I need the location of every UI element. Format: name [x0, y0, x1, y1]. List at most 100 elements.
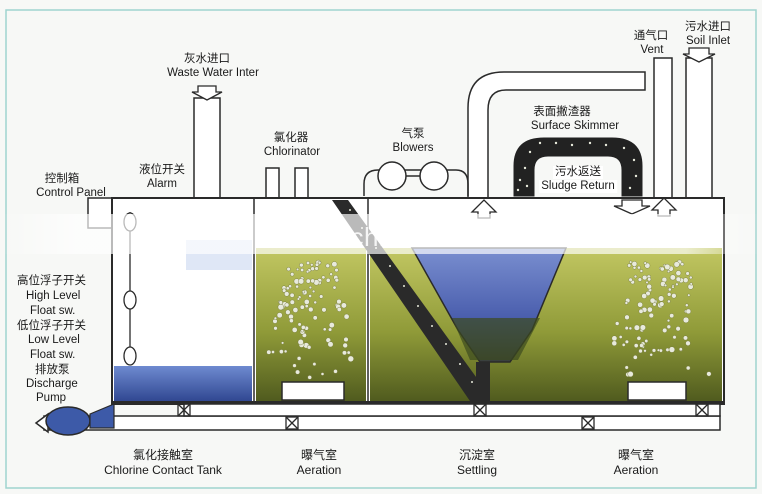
air-bubble: [288, 284, 292, 289]
air-bubble: [666, 324, 671, 329]
air-bubble: [675, 270, 682, 276]
chamber-label-en-2: Aeration: [296, 463, 342, 477]
air-bubble: [292, 307, 299, 313]
air-bubble: [685, 271, 690, 276]
air-bubble: [672, 335, 677, 340]
waste-water-label-zh: 灰水进口: [184, 53, 230, 65]
air-bubble: [295, 369, 300, 375]
sludge-return-dots: [516, 141, 638, 192]
air-bubble: [675, 282, 679, 286]
air-bubble: [327, 341, 334, 348]
air-bubble: [328, 327, 333, 332]
air-bubble: [286, 267, 291, 272]
blowers-unit: [363, 161, 469, 196]
air-bubble: [321, 275, 326, 280]
vent-label-zh: 通气口: [633, 30, 669, 42]
air-bubble: [611, 335, 618, 342]
air-bubble: [328, 322, 335, 328]
air-bubble: [638, 308, 644, 314]
sludge-return-label-en: Sludge Return: [539, 180, 617, 193]
skimmer-pipe: [467, 71, 646, 199]
sludge-return-arrow: [613, 199, 651, 215]
air-bubble: [706, 371, 712, 377]
air-bubble: [682, 316, 690, 324]
air-bubble: [300, 325, 306, 330]
low-level-label-en1: Low Level: [28, 334, 80, 346]
air-bubble: [667, 269, 671, 273]
air-bubble: [342, 342, 348, 349]
air-bubble: [624, 365, 629, 370]
settling-drain: [476, 362, 490, 404]
chlorinator-tube-1: [265, 167, 280, 199]
air-bubble: [665, 347, 670, 352]
discharge-pump-label-zh: 排放泵: [35, 364, 70, 376]
high-level-label-en1: High Level: [26, 290, 81, 302]
air-bubble: [678, 347, 683, 352]
air-bubble: [336, 306, 342, 312]
air-bubble: [673, 261, 680, 268]
air-bubble: [295, 284, 299, 289]
air-bubble: [633, 354, 638, 360]
air-bubble: [667, 299, 671, 304]
air-bubble: [291, 327, 298, 333]
air-bubble: [334, 268, 339, 273]
soil-inlet-label-en: Soil Inlet: [685, 35, 731, 47]
vent-pipe: [653, 57, 673, 199]
air-bubble: [657, 348, 661, 352]
air-bubble: [651, 348, 657, 353]
chamber-label-en-4: Aeration: [613, 463, 659, 477]
air-bubble: [631, 261, 638, 267]
air-bubble: [649, 353, 653, 357]
discharge-pump-label-en1: Discharge: [26, 378, 78, 390]
air-bubble: [343, 337, 349, 343]
air-bubble: [615, 321, 620, 326]
air-bubble: [671, 293, 677, 299]
air-bubble: [298, 278, 305, 285]
air-bubble: [308, 294, 312, 298]
air-bubble: [687, 293, 691, 297]
watermark-text: trade.china.cn: [281, 222, 452, 252]
air-bubble: [686, 365, 691, 371]
air-bubble: [668, 287, 672, 292]
air-bubble: [641, 293, 648, 299]
waste-water-arrow: [191, 85, 223, 101]
control-panel-label-zh: 控制箱: [44, 173, 80, 185]
air-bubble: [310, 263, 314, 267]
air-bubble: [285, 286, 290, 291]
air-bubble: [296, 267, 300, 271]
low-level-float: [123, 346, 137, 366]
air-bubble: [647, 306, 653, 313]
watermark-band: [0, 214, 762, 254]
diffusers: [281, 381, 687, 401]
air-bubble: [648, 312, 654, 319]
air-bubble: [278, 300, 283, 305]
control-panel-label-en: Control Panel: [36, 187, 106, 199]
vent-up-arrow: [650, 197, 678, 217]
air-bubble: [343, 313, 350, 320]
chlorinator-label-zh: 氯化器: [273, 132, 309, 144]
air-bubble: [667, 292, 672, 297]
air-bubble: [683, 335, 688, 341]
chamber-label-en-1: Chlorine Contact Tank: [104, 463, 222, 477]
chamber-label-zh-2: 曝气室: [300, 448, 338, 462]
air-bubble: [289, 299, 295, 305]
discharge-pump: [45, 406, 91, 436]
settling-sludge: [452, 318, 540, 360]
air-bubble: [289, 292, 295, 298]
air-bubble: [320, 372, 325, 376]
chamber-label-zh-1: 氯化接触室: [132, 448, 194, 462]
air-bubble: [669, 274, 676, 281]
air-bubble: [325, 277, 331, 283]
air-bubble: [658, 295, 665, 302]
waste-water-label-en: Waste Water Inter: [167, 67, 259, 79]
air-bubble: [282, 288, 287, 293]
air-bubble: [317, 261, 322, 265]
air-bubble: [333, 369, 338, 374]
air-bubble: [308, 285, 312, 290]
air-bubble: [628, 277, 633, 282]
aeration-1-bubbles: [266, 259, 354, 380]
air-bubble: [683, 277, 689, 283]
air-bubble: [310, 278, 316, 284]
air-bubble: [659, 301, 665, 307]
